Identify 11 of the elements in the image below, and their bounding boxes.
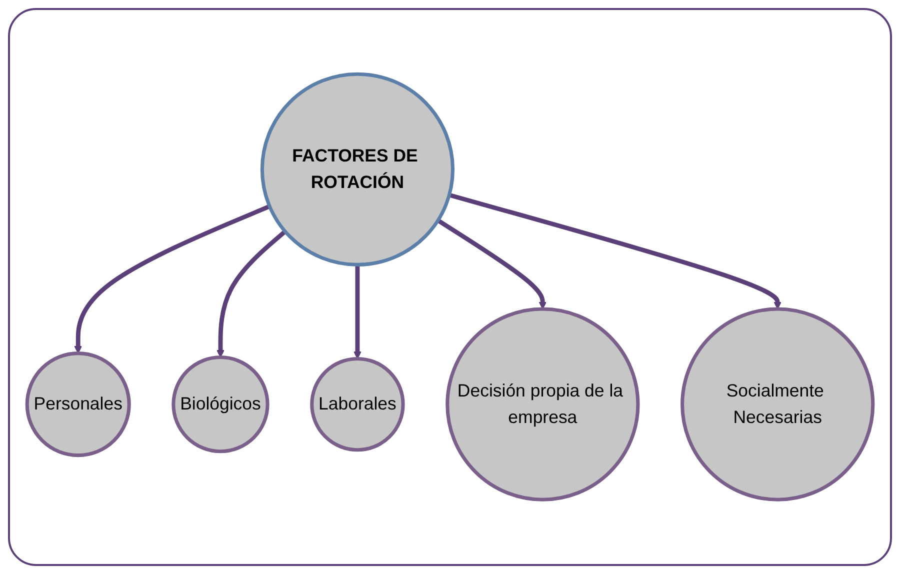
arrow <box>448 193 782 310</box>
node-circle: FACTORES DE ROTACIÓN <box>260 72 455 267</box>
node-circle: Socialmente Necesarias <box>680 307 875 502</box>
node-circle: Biológicos <box>172 356 270 454</box>
arrow <box>436 218 547 310</box>
node-circle: Personales <box>25 352 131 458</box>
arrow <box>216 230 287 358</box>
node-circle: Decisión propia de la empresa <box>446 307 640 502</box>
arrow <box>354 264 362 360</box>
node-circle: Laborales <box>310 357 405 452</box>
arrow <box>74 204 270 354</box>
